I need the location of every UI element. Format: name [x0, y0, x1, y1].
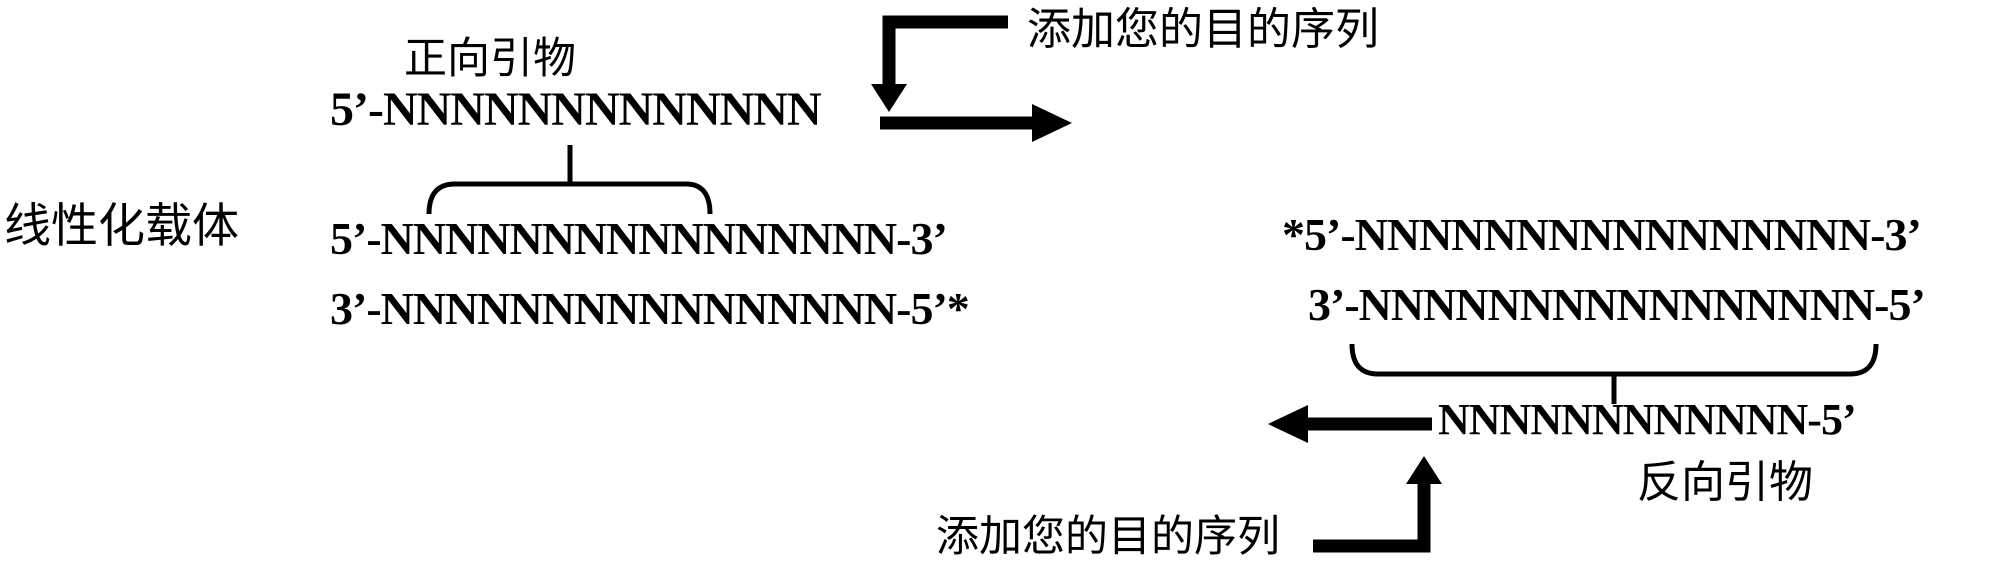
right-vector-bottom-strand: 3’-NNNNNNNNNNNNNNNN-5’ [1308, 279, 1926, 330]
homology-brace-left-icon [426, 145, 713, 215]
reverse-primer-sequence: NNNNNNNNNNNN-5’ [1438, 395, 1857, 444]
left-vector-top-strand: 5’-NNNNNNNNNNNNNNNN-3’ [330, 213, 948, 264]
forward-primer-sequence: 5’-NNNNNNNNNNNNN [330, 83, 822, 136]
insert-note-top: 添加您的目的序列 [1027, 5, 1379, 54]
left-vector-bottom-strand: 3’-NNNNNNNNNNNNNNNN-5’* [330, 283, 970, 334]
insert-elbow-up-arrow-icon [1313, 456, 1442, 553]
forward-extension-arrow-icon [880, 104, 1072, 142]
insert-note-bottom: 添加您的目的序列 [936, 513, 1280, 561]
right-vector-top-strand: *5’-NNNNNNNNNNNNNNNN-3’ [1282, 209, 1922, 260]
insert-elbow-down-arrow-icon [871, 15, 1008, 112]
forward-primer-label: 正向引物 [404, 35, 576, 83]
reverse-extension-arrow-icon [1268, 405, 1432, 443]
vector-label: 线性化载体 [4, 199, 239, 252]
reverse-primer-label: 反向引物 [1637, 458, 1813, 507]
